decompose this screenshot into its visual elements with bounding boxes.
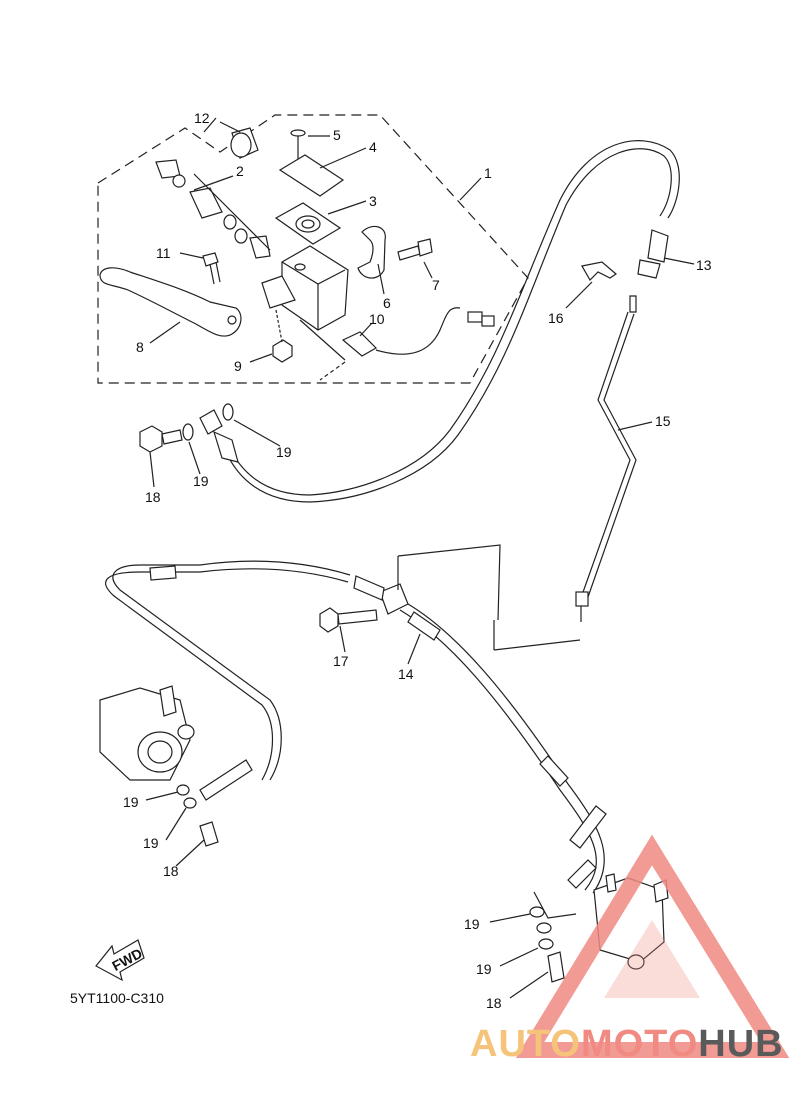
callout-9: 9	[234, 358, 242, 374]
callout-6: 6	[383, 295, 391, 311]
diagram-part-code: 5YT1100-C310	[70, 990, 164, 1006]
lower-brake-hose	[105, 560, 607, 894]
callout-1: 1	[484, 165, 492, 181]
watermark-text: AUTOMOTOHUB	[470, 1023, 784, 1065]
assembly-boundary	[97, 114, 529, 384]
clamp-bolt-part	[397, 238, 433, 261]
callout-8: 8	[136, 339, 144, 355]
callout-3: 3	[369, 193, 377, 209]
piston-kit-part	[155, 159, 271, 259]
callout-19-rear-a: 19	[123, 794, 139, 810]
hose-joint-block	[353, 544, 581, 651]
callout-18-upper: 18	[145, 489, 161, 505]
callout-12: 12	[194, 110, 210, 126]
watermark-auto: AUTO	[470, 1023, 581, 1065]
front-washer-c	[538, 938, 554, 950]
fwd-arrow-icon: FWD	[95, 939, 145, 982]
upper-banjo-bolt-part	[139, 425, 183, 453]
reservoir-cap-part	[278, 154, 345, 197]
pivot-bolt-part	[202, 252, 221, 285]
watermark-triangle-icon	[515, 834, 790, 1058]
leader-lines	[145, 117, 695, 999]
pivot-nut-part	[272, 339, 293, 363]
master-cylinder-body	[261, 245, 349, 331]
brake-switch-part	[341, 307, 495, 357]
rear-washer-a	[176, 784, 190, 796]
callout-14: 14	[398, 666, 414, 682]
rear-caliper-part	[99, 685, 195, 781]
callout-18-rear: 18	[163, 863, 179, 879]
callout-11: 11	[156, 245, 171, 261]
joint-bolt-part	[319, 607, 378, 633]
brake-lever-part	[99, 267, 242, 337]
master-cylinder-group	[99, 127, 495, 381]
callout-15: 15	[655, 413, 671, 429]
callout-2: 2	[236, 163, 244, 179]
rear-washer-b	[183, 797, 197, 809]
callout-10: 10	[369, 311, 385, 327]
callout-18-front: 18	[486, 995, 502, 1011]
callout-13: 13	[696, 257, 712, 273]
clamp-part	[357, 225, 386, 279]
front-washer-b	[536, 922, 552, 934]
boot-part	[230, 127, 259, 159]
callout-19-upper-a: 19	[193, 473, 209, 489]
hose-clip-part	[581, 261, 617, 281]
callout-5: 5	[333, 127, 341, 143]
upper-brake-hose	[213, 140, 680, 503]
watermark-hub: HUB	[698, 1023, 783, 1065]
callout-19-upper-b: 19	[276, 444, 292, 460]
rear-banjo-bolt-part	[199, 821, 219, 847]
callout-19-front-b: 19	[476, 961, 492, 977]
watermark-logo	[515, 834, 790, 1058]
callout-4: 4	[369, 139, 377, 155]
callout-7: 7	[432, 277, 440, 293]
upper-washer-a	[182, 423, 194, 441]
watermark-moto: MOTO	[581, 1023, 698, 1065]
front-washer-a	[529, 906, 545, 918]
upper-washer-b	[222, 403, 234, 421]
front-banjo-bolt-part	[547, 951, 565, 983]
callout-17: 17	[333, 653, 349, 669]
callout-16: 16	[548, 310, 564, 326]
screw-part	[290, 129, 306, 160]
diaphragm-part	[274, 202, 342, 245]
callout-19-front-a: 19	[464, 916, 480, 932]
hose-fitting-part	[637, 229, 669, 279]
metal-brake-pipe	[575, 295, 637, 622]
callout-19-rear-b: 19	[143, 835, 159, 851]
